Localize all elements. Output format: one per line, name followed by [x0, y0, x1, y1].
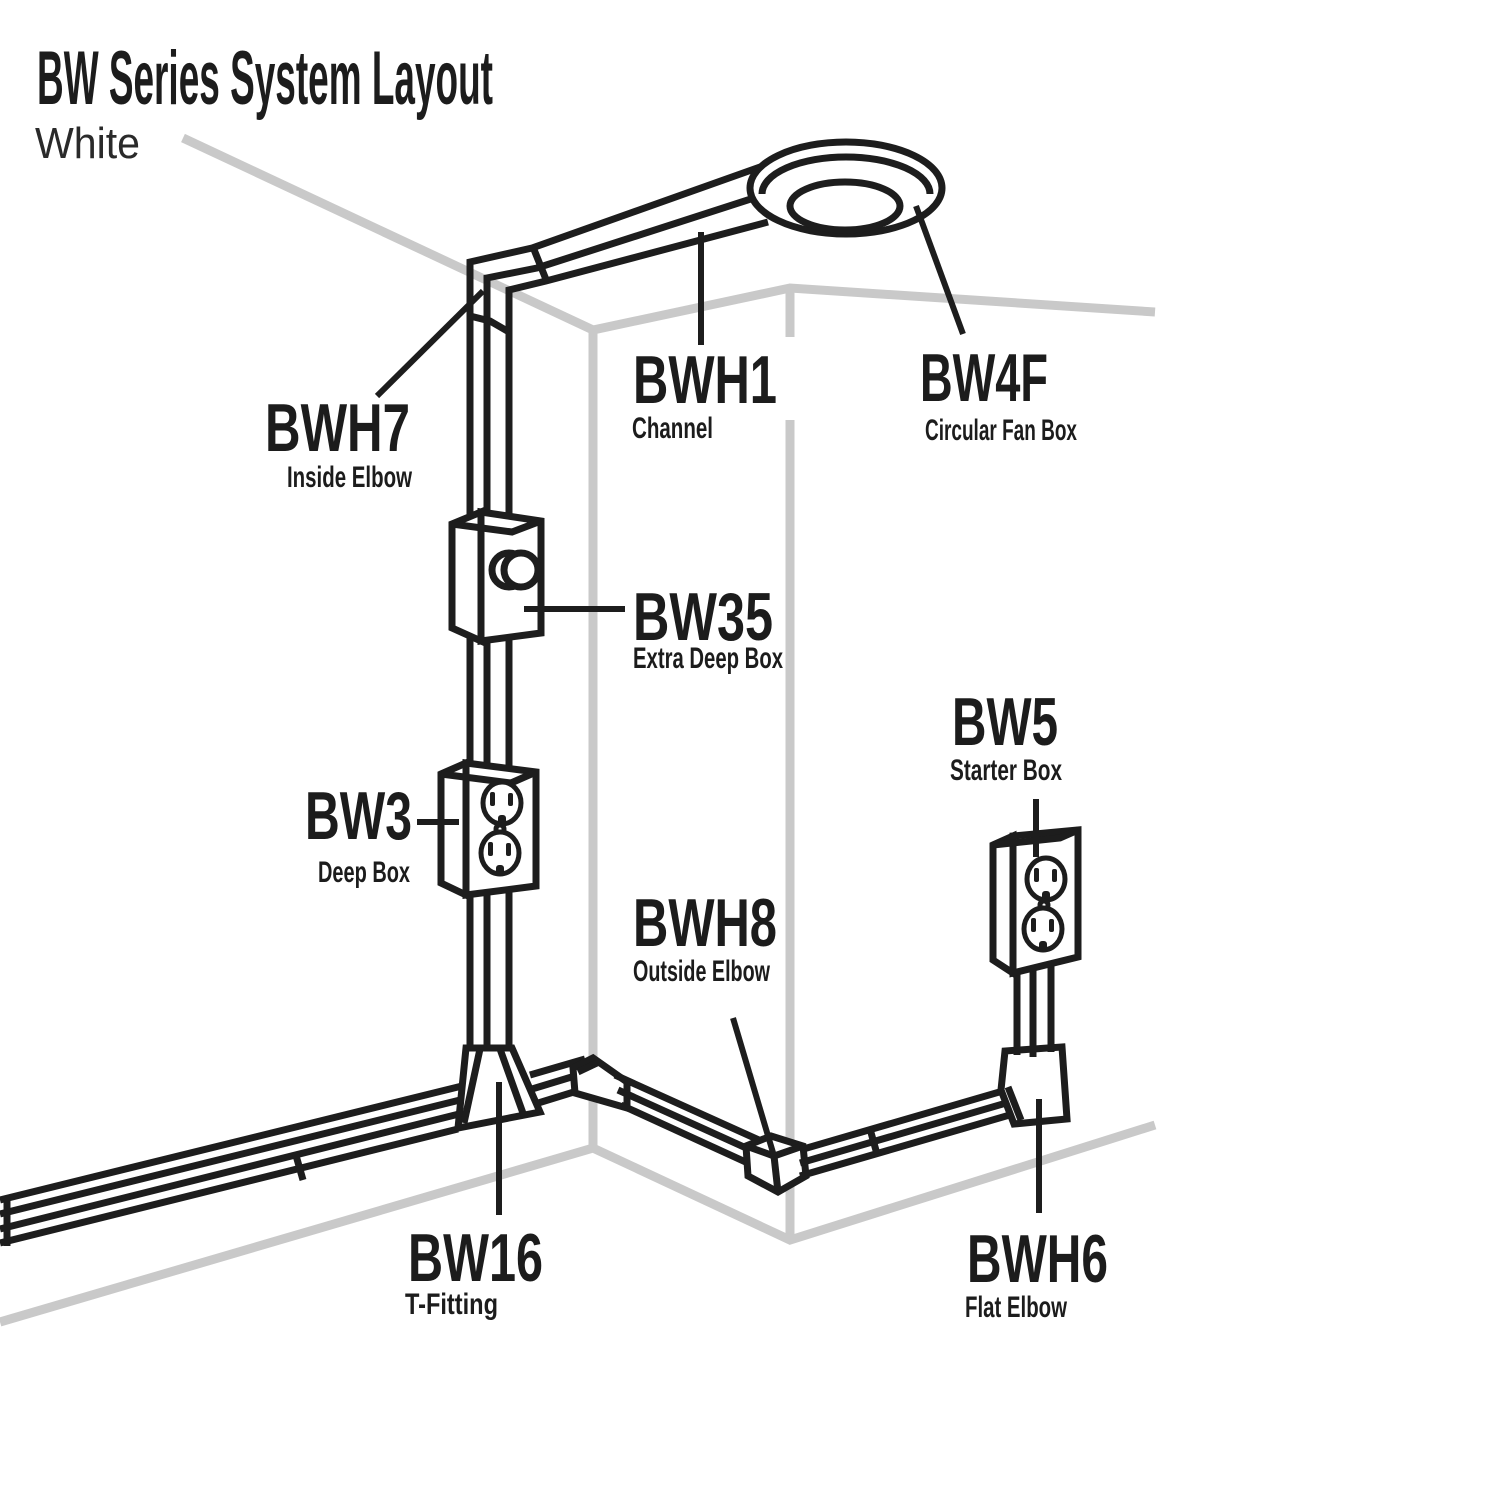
channel-edge [619, 1101, 765, 1174]
extra-deep-box-drawing [448, 506, 545, 647]
baseboard-channel-left [0, 1082, 463, 1247]
outlet-ground-hole [1039, 941, 1047, 950]
outlet-slot [1031, 918, 1036, 932]
page-title: BW Series System Layout [37, 36, 493, 121]
leader-bwh7 [374, 288, 486, 399]
outlet-slot [508, 793, 513, 806]
fan-box-center-hole [786, 178, 904, 234]
flat-elbow-body [997, 1043, 1071, 1128]
outlet-ground-hole [498, 815, 506, 824]
outlet-slot [1034, 868, 1039, 882]
baseboard-joint-seam [866, 1128, 881, 1155]
channel-edge [616, 1086, 768, 1161]
extra-deep-box-top-edge [451, 517, 543, 536]
label-bwh8-part-name: Outside Elbow [633, 955, 770, 988]
channel-edge-inner [505, 218, 769, 1052]
starter-box-top-edge [992, 826, 1080, 849]
label-bwh8-part-number: BWH8 [633, 885, 777, 961]
label-bwh7-part-number: BWH7 [265, 390, 410, 466]
label-bw3-part-number: BW3 [305, 778, 412, 854]
label-bw5-part-number: BW5 [952, 684, 1058, 760]
outside-elbow-drawing [742, 1132, 810, 1196]
label-bw5-part-name: Starter Box [950, 754, 1062, 787]
floor-edge-line [0, 1120, 1157, 1327]
label-bw16-part-number: BW16 [408, 1220, 543, 1296]
channel-edge-middle [483, 184, 787, 1052]
duplex-outlet-icon [1021, 855, 1068, 953]
flat-elbow-bevel-line [1004, 1085, 1025, 1122]
page-subtitle: White [35, 119, 140, 168]
channel-run-wall-and-ceiling [466, 163, 787, 1052]
label-bw35-part-number: BW35 [633, 579, 773, 655]
label-bw35-part-name: Extra Deep Box [633, 642, 783, 675]
deep-box-side [437, 757, 470, 901]
baseboard-edge [0, 1110, 460, 1233]
room-outline [0, 133, 1157, 1327]
extra-deep-box-side [448, 506, 485, 647]
channel-edge-outer [466, 163, 762, 1050]
starter-box-drawing [989, 826, 1082, 980]
callout-leader-lines [374, 204, 1042, 1215]
baseboard-edge [0, 1082, 463, 1204]
baseboard-edge [529, 1055, 586, 1079]
deep-box-drawing [437, 757, 540, 901]
outlet-ground-hole [496, 865, 504, 874]
baseboard-edge [0, 1125, 459, 1247]
diagram-labels: BW Series System Layout White BWH7 Insid… [35, 36, 1108, 1324]
fan-box-rim-arc [758, 153, 934, 195]
t-fitting-flare-line [496, 1047, 528, 1118]
flat-elbow-drawing [997, 1043, 1071, 1128]
label-bw4f-part-number: BW4F [920, 340, 1048, 416]
baseboard-edge [0, 1096, 461, 1218]
label-bw3-part-name: Deep Box [318, 856, 410, 889]
outlet-slot [490, 792, 495, 806]
label-bwh7-part-name: Inside Elbow [287, 461, 412, 494]
inside-elbow-bottom-seam [469, 312, 511, 336]
label-bw16-part-name: T-Fitting [405, 1288, 498, 1321]
t-fitting-flare-line [460, 1048, 484, 1124]
label-bwh6-part-name: Flat Elbow [965, 1291, 1067, 1324]
baseboard-edge [799, 1108, 1021, 1180]
knockout-front-circle [500, 549, 542, 591]
inside-elbow-top-seam [529, 245, 551, 284]
label-bw4f-part-name: Circular Fan Box [925, 414, 1077, 447]
label-bwh6-part-number: BWH6 [967, 1221, 1108, 1297]
circular-fan-box-drawing [746, 138, 946, 238]
outlet-ground-hole [1042, 891, 1050, 900]
outside-elbow-front-edge [770, 1155, 782, 1193]
outlet-slot [1049, 919, 1054, 932]
outlet-slot [506, 843, 511, 856]
outlet-slot [1052, 869, 1057, 882]
baseboard-joint-seam [291, 1151, 307, 1181]
corner-coupling-seam [576, 1059, 599, 1076]
baseboard-edge [799, 1095, 1021, 1167]
ceiling-edge-line [181, 133, 1156, 335]
leader-bw4f [913, 204, 966, 336]
corner-coupling-body [569, 1053, 631, 1113]
channel-edge [613, 1071, 772, 1149]
baseboard-edge [799, 1082, 1021, 1154]
outlet-slot [488, 842, 493, 856]
duplex-outlet-icon [478, 779, 524, 877]
starter-riser-channel [1013, 958, 1055, 1057]
label-bwh1-part-name: Channel [632, 412, 713, 445]
label-bwh1-part-number: BWH1 [633, 342, 777, 418]
baseboard-channel-right [799, 1082, 1021, 1180]
column-base-channel [613, 1071, 772, 1174]
leader-bwh8 [730, 1017, 777, 1157]
floor-corner-coupling [569, 1053, 631, 1113]
